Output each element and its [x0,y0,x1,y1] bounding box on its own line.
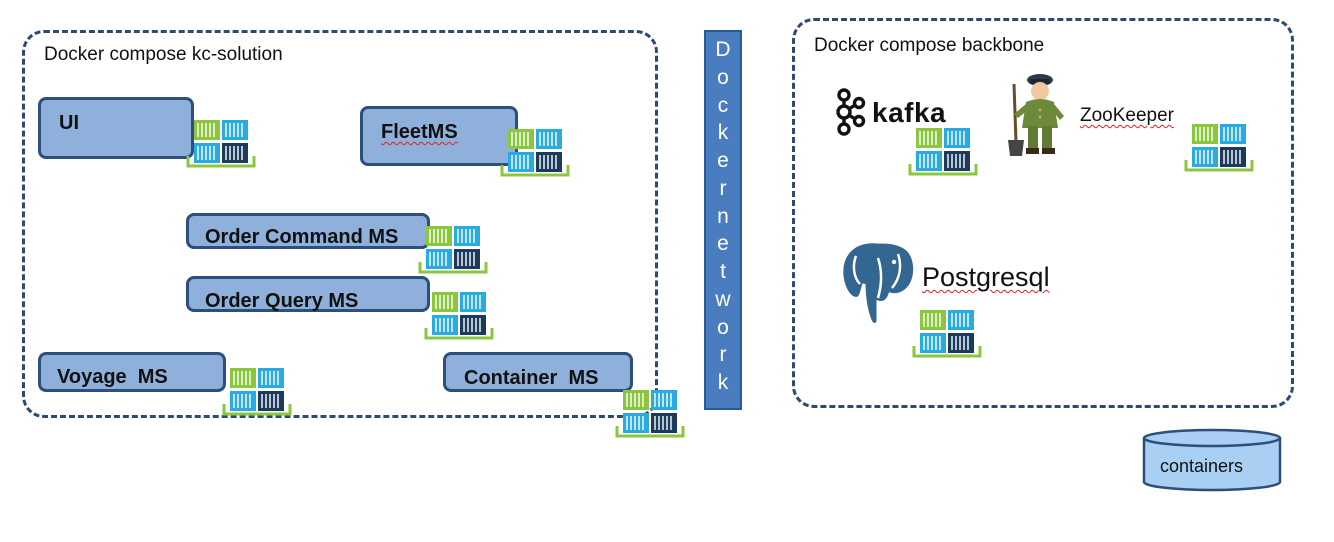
docker-network-letter: r [719,343,727,367]
fleet-ms-box[interactable]: FleetMS [360,106,518,166]
container-ms-box[interactable]: Container MS [443,352,633,392]
docker-network-letter: e [717,149,729,173]
order-command-ms-label: Order Command MS [205,226,399,248]
docker-network-letter: e [717,232,729,256]
postgresql-label: Postgresql [922,262,1050,292]
docker-network-letter: o [717,315,729,339]
fleet-ms-label: FleetMS [381,121,458,143]
containers-legend: containers [1142,428,1282,492]
kc-solution-compose-title: Docker compose kc-solution [44,44,283,65]
docker-network-letter: n [717,204,729,228]
zookeeper-keeper-icon [1008,74,1064,156]
ui-service-label: UI [59,112,79,134]
backbone-compose-title: Docker compose backbone [814,35,1045,56]
container-stack-icon [1182,120,1254,172]
container-stack-icon [498,125,570,177]
order-query-ms-box[interactable]: Order Query MS [186,276,430,312]
backbone-compose-group [792,18,1294,408]
voyage-ms-box[interactable]: Voyage MS [38,352,226,392]
order-query-ms-label: Order Query MS [205,290,359,312]
containers-legend-label: containers [1160,456,1244,476]
container-stack-icon [906,124,978,176]
docker-network-letter: r [719,176,727,200]
postgresql-elephant-icon [840,240,917,326]
kafka-logo-icon [836,88,866,136]
container-ms-label: Container MS [464,367,599,389]
docker-network-letter: c [717,93,729,117]
order-command-ms-box[interactable]: Order Command MS [186,213,430,249]
docker-network-letter: t [720,260,726,284]
database-cylinder-icon [1142,428,1282,492]
docker-network-letter: o [717,65,729,89]
ui-service-box[interactable]: UI [38,97,194,159]
kafka-label: kafka [872,97,947,128]
kc-solution-compose-group [22,30,658,418]
container-stack-icon [416,222,488,274]
container-stack-icon [184,116,256,168]
container-stack-icon [613,386,685,438]
container-stack-icon [910,306,982,358]
docker-network-letter: k [717,121,729,145]
voyage-ms-label: Voyage MS [57,366,168,388]
container-stack-icon [422,288,494,340]
zookeeper-label: ZooKeeper [1080,105,1175,126]
docker-network-letter: D [715,38,731,61]
container-stack-icon [220,364,292,416]
docker-network-letter: w [715,287,731,311]
docker-network-letter: k [717,371,729,395]
